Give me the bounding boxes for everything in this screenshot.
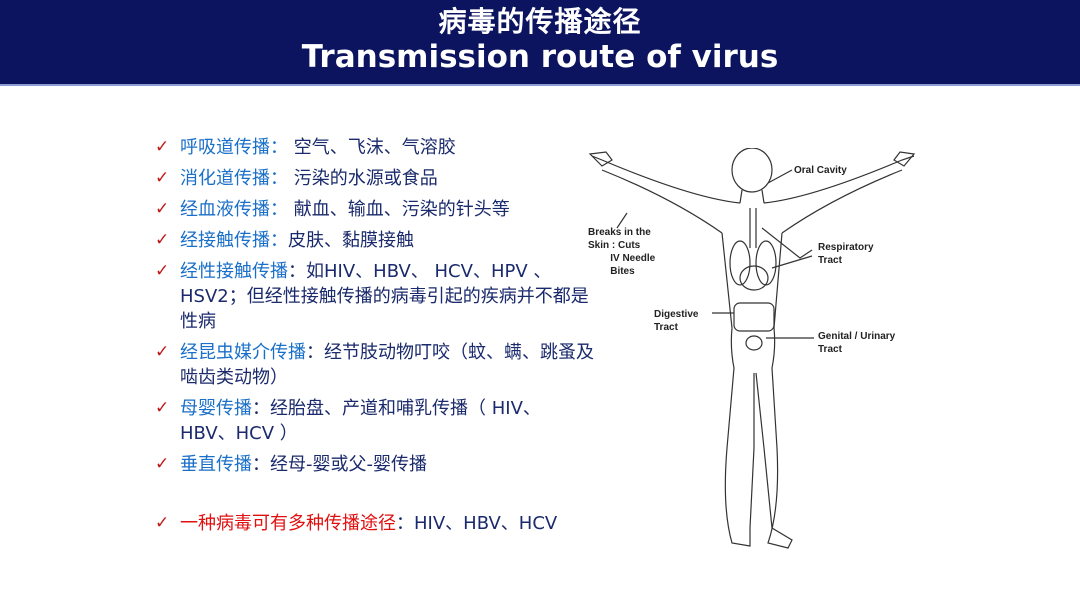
transmission-route-list: ✓ 呼吸道传播： 空气、飞沫、气溶胶 ✓ 消化道传播： 污染的水源或食品 ✓ 经… xyxy=(155,135,595,542)
slide-header: 病毒的传播途径 Transmission route of virus xyxy=(0,0,1080,86)
check-icon: ✓ xyxy=(155,230,170,250)
check-icon: ✓ xyxy=(155,513,170,533)
item-value: ：经胎盘、产道和哺乳传播（ HIV、HBV、HCV ） xyxy=(180,398,541,444)
list-item-sexual: ✓ 经性接触传播：如HIV、HBV、 HCV、HPV 、HSV2；但经性接触传播… xyxy=(155,259,595,334)
item-key: 呼吸道传播： xyxy=(180,137,288,158)
item-value: ：经母-婴或父-婴传播 xyxy=(252,454,427,475)
item-value: 献血、输血、污染的针头等 xyxy=(288,199,510,220)
check-icon: ✓ xyxy=(155,398,170,418)
list-item-mother-infant: ✓ 母婴传播：经胎盘、产道和哺乳传播（ HIV、HBV、HCV ） xyxy=(155,396,595,446)
list-item-vertical: ✓ 垂直传播：经母-婴或父-婴传播 xyxy=(155,452,595,477)
label-digestive-tract: Digestive Tract xyxy=(654,309,699,333)
item-key: 经昆虫媒介传播 xyxy=(180,342,306,363)
check-icon: ✓ xyxy=(155,261,170,281)
human-body-diagram: Oral Cavity Breaks in the Skin : Cuts IV… xyxy=(582,147,927,558)
list-item-multiple-routes: ✓ 一种病毒可有多种传播途径：HIV、HBV、HCV xyxy=(155,511,595,536)
title-chinese: 病毒的传播途径 xyxy=(438,5,642,38)
item-value: 空气、飞沫、气溶胶 xyxy=(288,137,456,158)
item-key: 经性接触传播 xyxy=(180,261,288,282)
item-value: ：经节肢动物叮咬（蚊、螨、跳蚤及啮齿类动物） xyxy=(180,342,594,388)
item-key: 垂直传播 xyxy=(180,454,252,475)
body-outline-icon xyxy=(588,147,916,549)
check-icon: ✓ xyxy=(155,454,170,474)
label-respiratory-tract: Respiratory Tract xyxy=(818,242,874,266)
item-key: 一种病毒可有多种传播途径 xyxy=(180,513,396,534)
item-key: 经接触传播： xyxy=(180,230,288,251)
label-skin-breaks: Breaks in the Skin : Cuts IV Needle Bite… xyxy=(588,227,656,277)
check-icon: ✓ xyxy=(155,199,170,219)
check-icon: ✓ xyxy=(155,168,170,188)
item-key: 母婴传播 xyxy=(180,398,252,419)
list-item-contact: ✓ 经接触传播：皮肤、黏膜接触 xyxy=(155,228,595,253)
item-value: 皮肤、黏膜接触 xyxy=(288,230,414,251)
item-value: 污染的水源或食品 xyxy=(288,168,438,189)
item-value: ：如HIV、HBV、 HCV、HPV 、HSV2；但经性接触传播的病毒引起的疾病… xyxy=(180,261,589,332)
item-value: ：HIV、HBV、HCV xyxy=(396,513,558,534)
list-item-digestive: ✓ 消化道传播： 污染的水源或食品 xyxy=(155,166,595,191)
list-item-blood: ✓ 经血液传播： 献血、输血、污染的针头等 xyxy=(155,197,595,222)
item-key: 消化道传播： xyxy=(180,168,288,189)
label-oral-cavity: Oral Cavity xyxy=(794,165,847,176)
list-item-insect-vector: ✓ 经昆虫媒介传播：经节肢动物叮咬（蚊、螨、跳蚤及啮齿类动物） xyxy=(155,340,595,390)
title-english: Transmission route of virus xyxy=(301,39,779,75)
list-item-respiratory: ✓ 呼吸道传播： 空气、飞沫、气溶胶 xyxy=(155,135,595,160)
item-key: 经血液传播： xyxy=(180,199,288,220)
label-genital-urinary-tract: Genital / Urinary Tract xyxy=(818,331,896,355)
check-icon: ✓ xyxy=(155,137,170,157)
check-icon: ✓ xyxy=(155,342,170,362)
